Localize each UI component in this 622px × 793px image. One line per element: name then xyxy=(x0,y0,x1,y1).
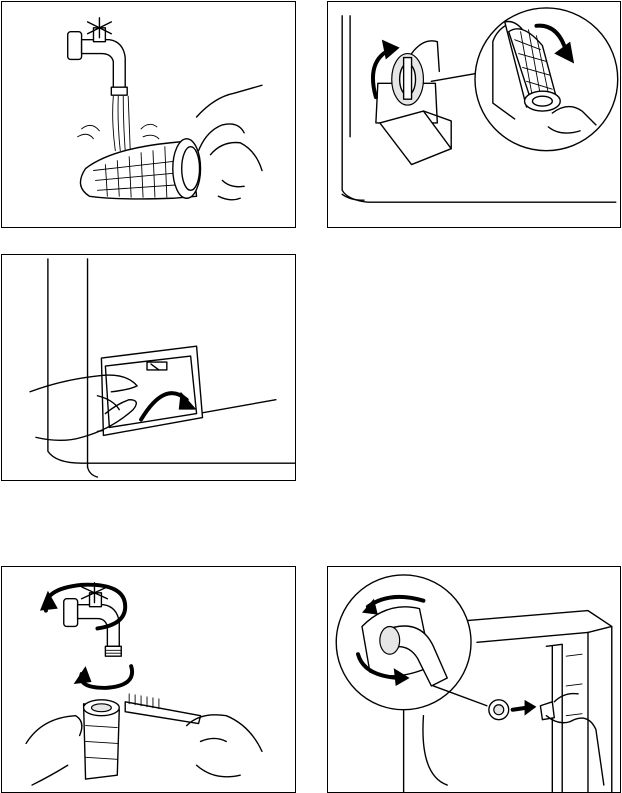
inlet-valve-icon xyxy=(489,700,537,720)
drain-filter-icon xyxy=(80,139,200,199)
hand-icon xyxy=(540,694,603,786)
illustration-clean-inlet-hose xyxy=(327,566,621,793)
zoom-leader-line xyxy=(431,73,477,81)
illustration-clean-tap-inlet xyxy=(1,566,296,793)
rotate-arrow-icon xyxy=(74,666,132,688)
rinse-filter-drawing xyxy=(2,2,295,227)
tap-icon xyxy=(64,583,121,656)
illustration-rinse-filter xyxy=(1,1,296,228)
illustration-reinsert-filter xyxy=(327,1,621,228)
close-flap-drawing xyxy=(2,255,295,480)
water-stream-icon xyxy=(78,96,159,151)
clean-inlet-hose-drawing xyxy=(328,567,620,792)
clean-tap-drawing xyxy=(2,567,295,792)
illustration-close-flap xyxy=(1,254,296,481)
reinsert-filter-drawing xyxy=(328,2,620,227)
inlet-fitting-icon xyxy=(84,700,120,779)
brush-icon xyxy=(125,694,200,724)
hand-icon xyxy=(26,715,262,785)
tap-icon xyxy=(68,18,127,95)
hand-icon xyxy=(197,85,262,200)
zoom-detail-circle xyxy=(475,8,618,151)
